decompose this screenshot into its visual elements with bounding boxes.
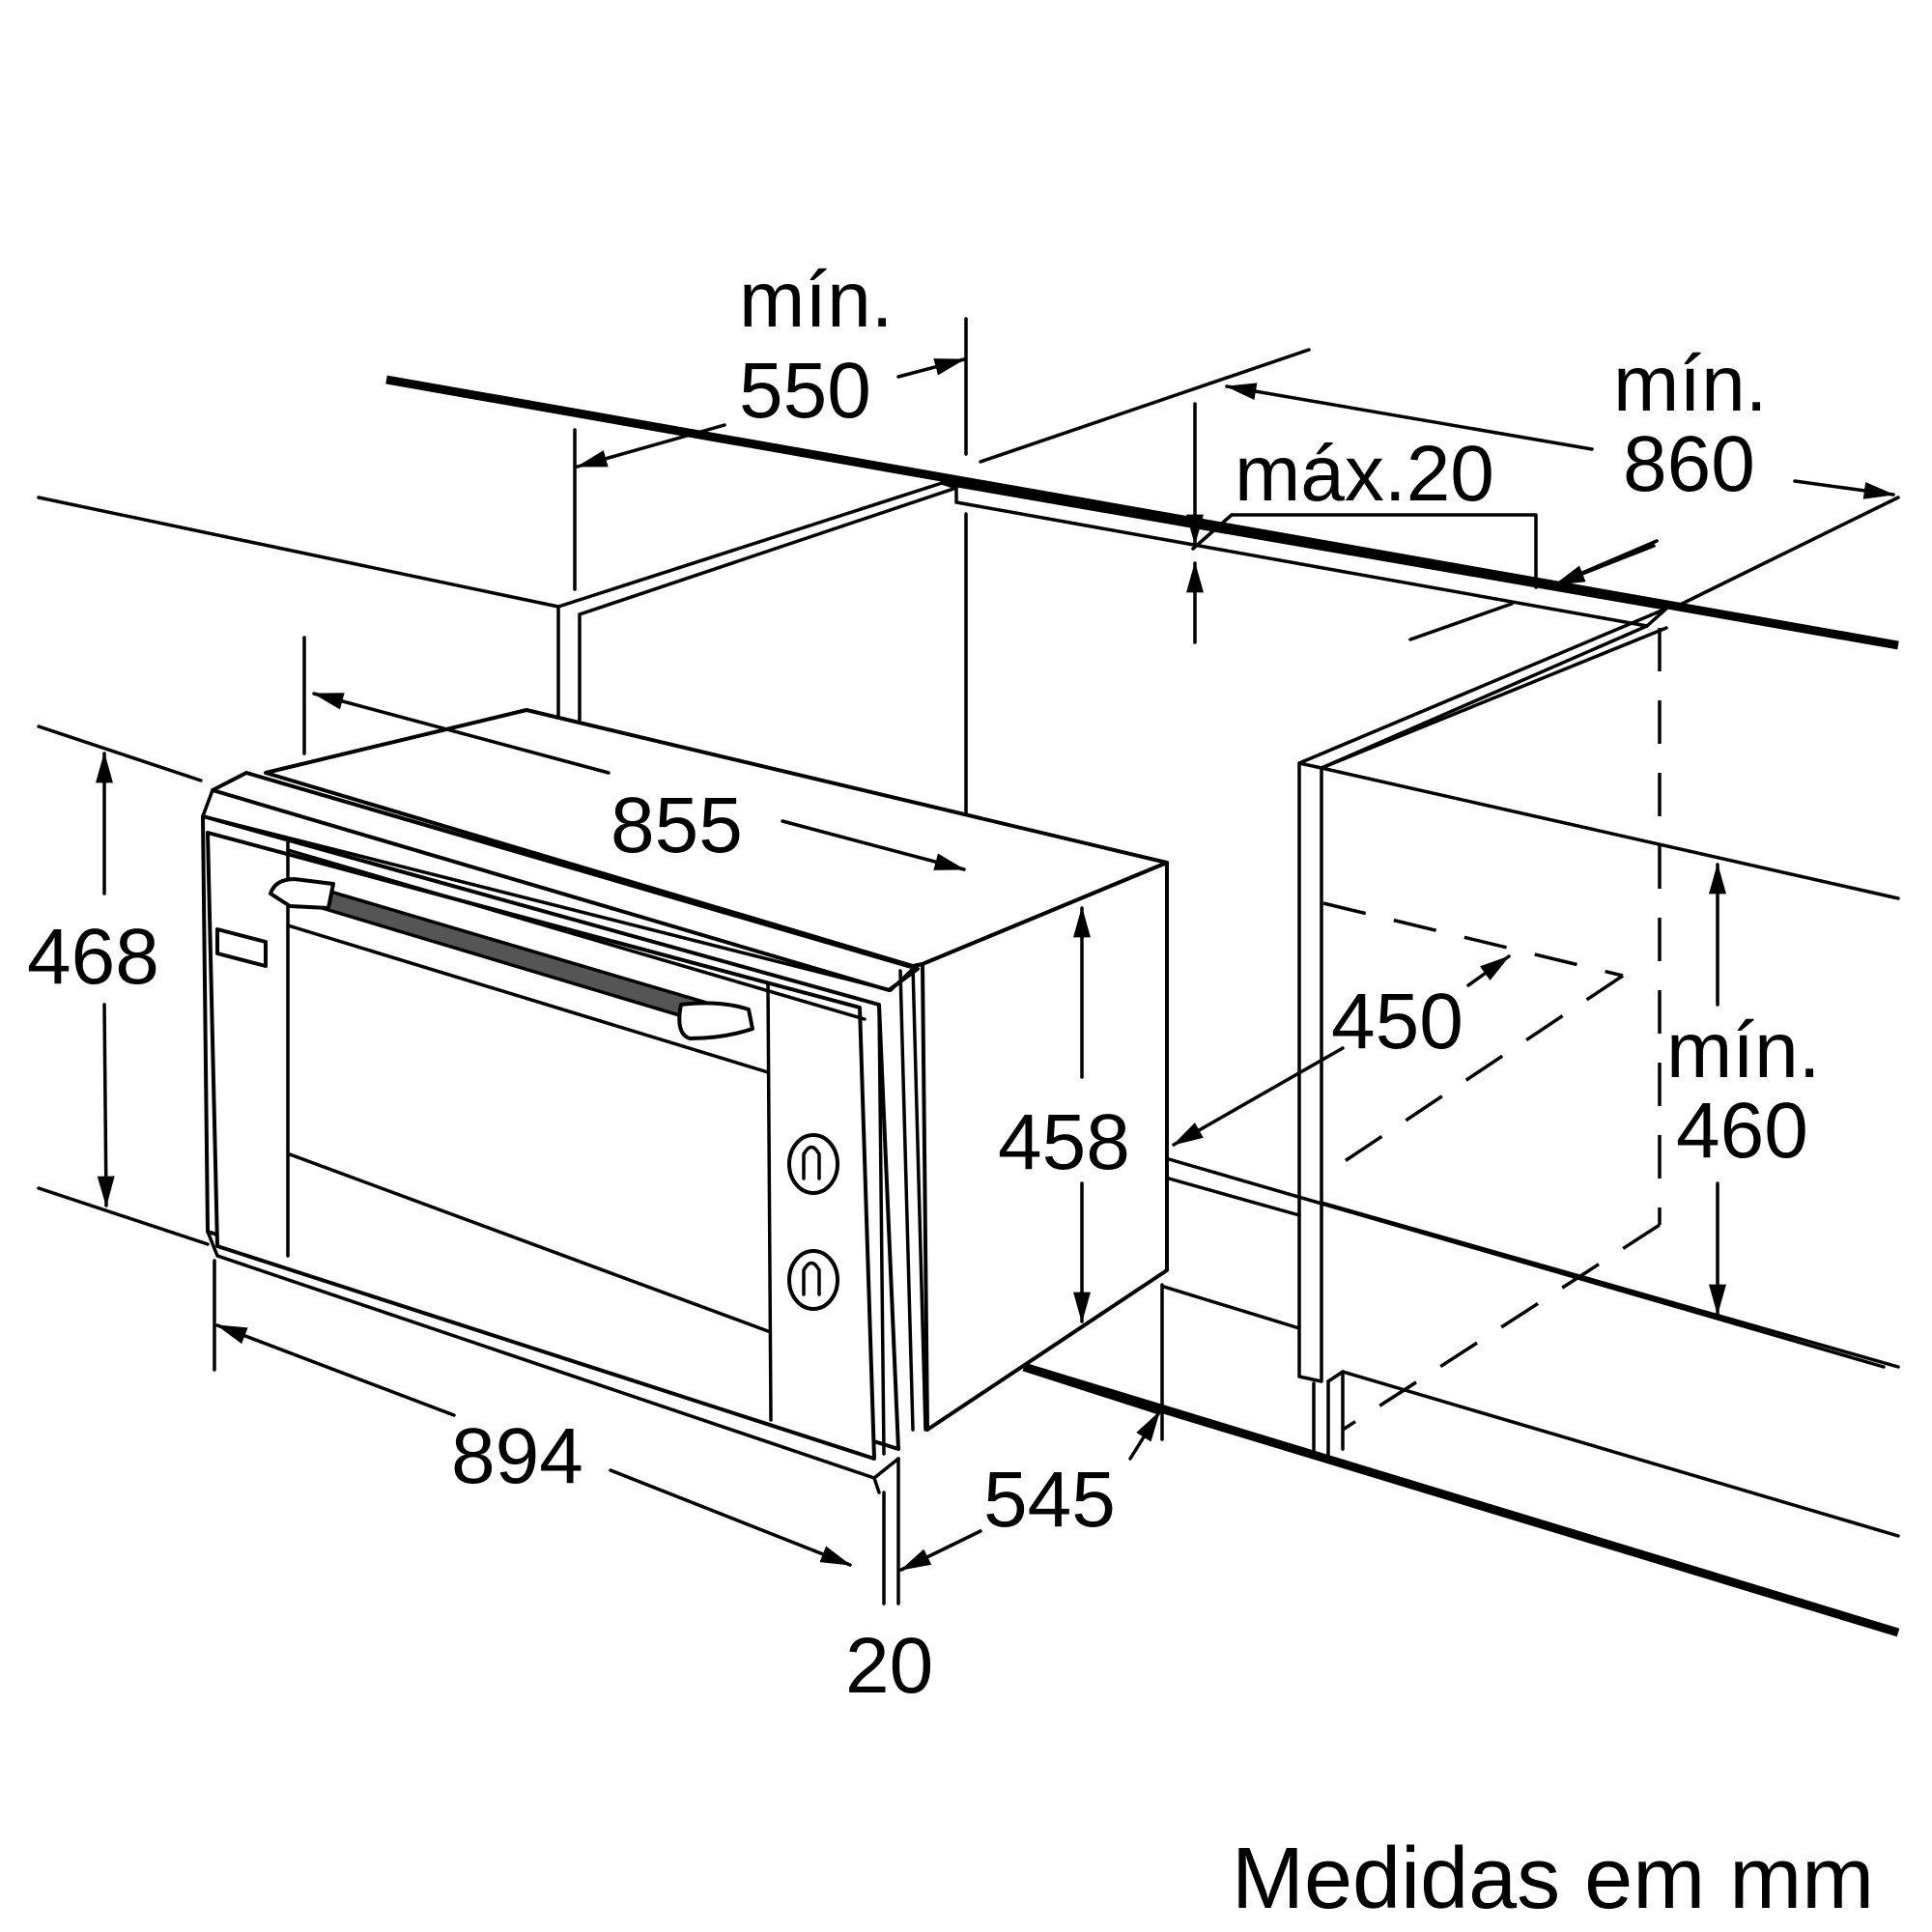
label-min-460-b: 460: [1676, 1087, 1808, 1175]
label-545: 545: [983, 1456, 1116, 1544]
units-note: Medidas em mm: [1232, 1831, 1874, 1927]
knob-2: [787, 1249, 839, 1311]
knob-1: [787, 1133, 839, 1195]
dimension-lines: [96, 317, 1895, 1605]
label-450: 450: [1331, 978, 1463, 1065]
label-20: 20: [845, 1622, 933, 1710]
label-min-550-a: mín.: [739, 256, 893, 344]
label-min-860-a: mín.: [1613, 340, 1767, 428]
label-max-20: máx.20: [1235, 430, 1494, 518]
worktop-lines: [385, 375, 1900, 1637]
label-min-460-a: mín.: [1666, 1007, 1820, 1094]
cabinet-niche: [37, 348, 1900, 1538]
label-min-860-b: 860: [1623, 420, 1755, 508]
label-855: 855: [611, 781, 743, 869]
oven: [201, 708, 1169, 1494]
label-894: 894: [451, 1412, 583, 1500]
dimension-labels: mín. 550 mín. 860 máx.20 855 468 458 450…: [27, 256, 1820, 1710]
label-min-550-b: 550: [739, 347, 871, 435]
label-458: 458: [998, 1098, 1130, 1186]
label-468: 468: [27, 913, 159, 1001]
